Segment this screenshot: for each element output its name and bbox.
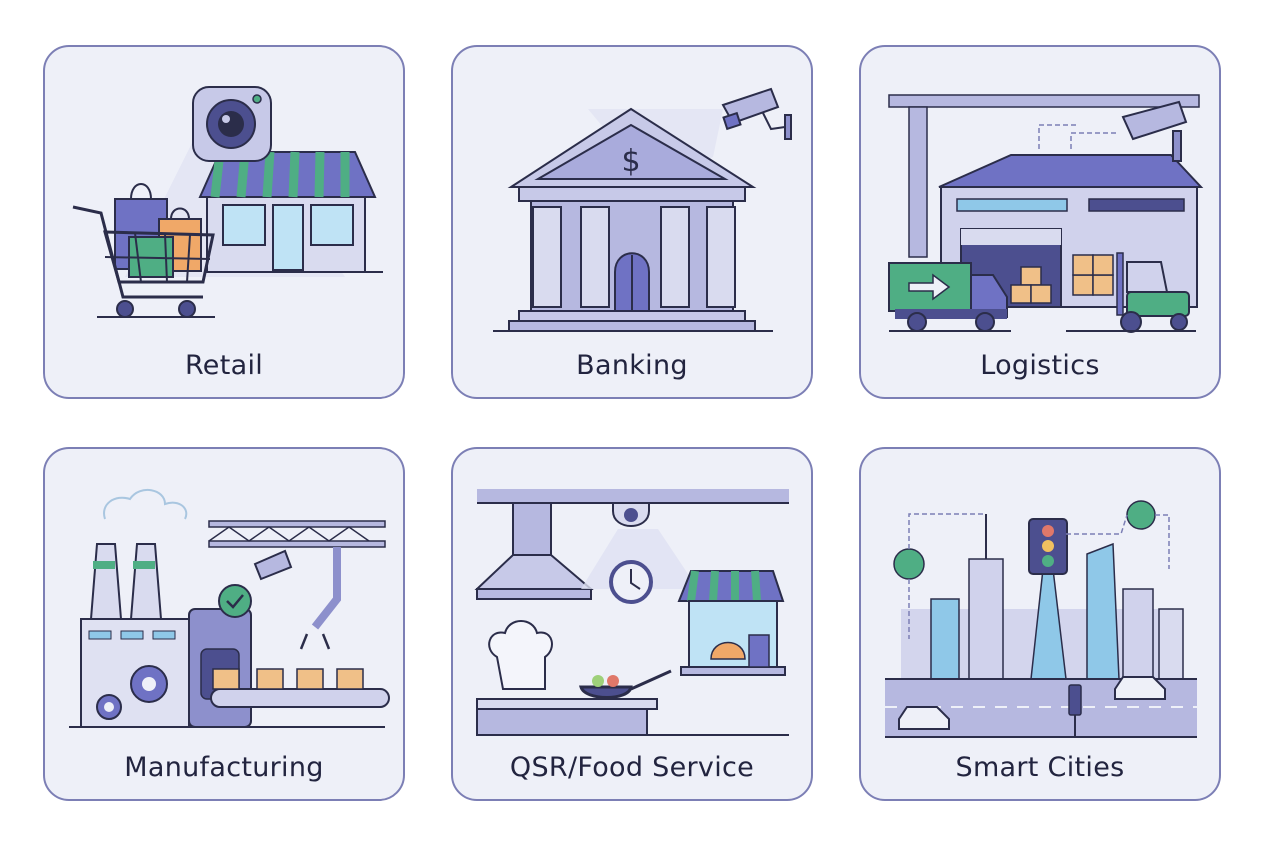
card-smart-cities[interactable]: Smart Cities [859,447,1221,801]
card-label: Retail [184,350,264,381]
city-traffic-light-sensors-icon [885,500,1197,738]
warehouse-truck-forklift-icon [888,94,1204,333]
factory-conveyor-robot-arm-icon [69,489,390,728]
card-label: QSR/Food Service [509,752,755,783]
card-logistics[interactable]: Logistics [859,45,1221,399]
bank-building-cctv-icon: $ [493,87,792,332]
card-retail[interactable]: Retail [43,45,405,399]
card-manufacturing[interactable]: Manufacturing [43,447,405,801]
card-label: Smart Cities [955,752,1125,783]
svg-text:$: $ [621,144,640,179]
retail-store-camera-cart-icon [72,86,383,318]
card-label: Manufacturing [124,752,324,783]
card-label: Banking [576,350,688,381]
card-qsr-food-service[interactable]: QSR/Food Service [451,447,813,801]
kitchen-hood-dome-camera-icon [474,489,789,736]
card-label: Logistics [980,350,1100,381]
card-banking[interactable]: $ Banking [451,45,813,399]
